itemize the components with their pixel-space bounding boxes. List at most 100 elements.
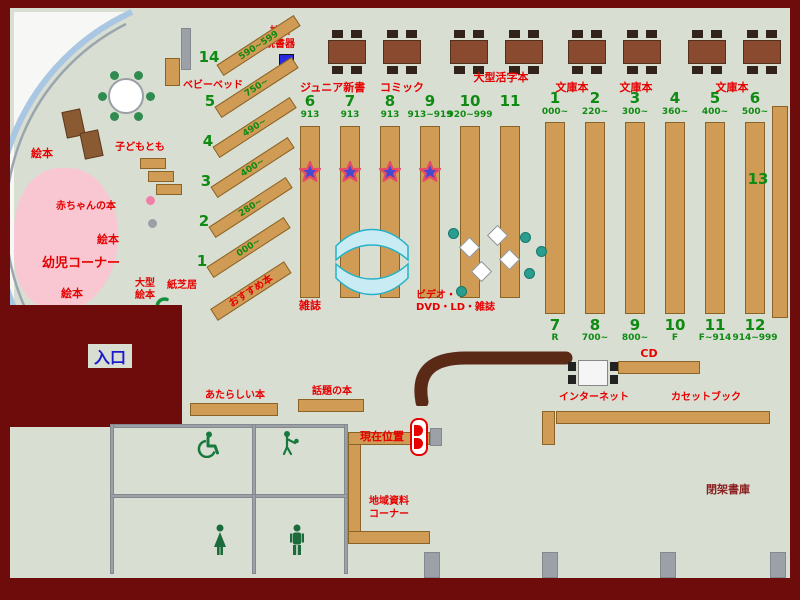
chairs-row <box>505 66 543 74</box>
shelf-range: F <box>671 333 679 343</box>
chairs-row <box>505 30 543 38</box>
stool-gray <box>148 219 157 228</box>
shelf-number: 5 <box>204 92 216 110</box>
table-top <box>743 40 781 64</box>
chairs-row <box>688 66 726 74</box>
bookshelf <box>460 126 480 298</box>
magazine-display-rack <box>335 228 409 296</box>
chairs-row <box>383 66 421 74</box>
shelf-number: 3 <box>629 89 641 107</box>
table-top <box>623 40 661 64</box>
label-cassette: カセットブック <box>671 392 741 403</box>
shelf-range: 300~ <box>621 107 649 117</box>
shelf-number: 9 <box>424 92 436 110</box>
label-video-1: ビデオ・ <box>416 290 456 301</box>
star-icon <box>418 160 442 182</box>
mens-restroom-icon <box>290 524 304 555</box>
shelf-range: F~914 <box>698 333 732 343</box>
chairs-row <box>450 66 488 74</box>
wall-segment <box>181 28 191 70</box>
chair-icon <box>134 112 143 121</box>
shelf-number: 14 <box>198 48 220 66</box>
bookshelf <box>545 122 565 314</box>
shelf-number: 6 <box>304 92 316 110</box>
shelf-range: 700~ <box>581 333 609 343</box>
stool-teal <box>448 228 459 239</box>
marker-shape <box>414 425 423 436</box>
label-topic-books: 話題の本 <box>312 386 352 397</box>
chairs-row <box>568 30 606 38</box>
shelf-number: 7 <box>344 92 356 110</box>
chairs-row <box>383 30 421 38</box>
chair-icon <box>134 71 143 80</box>
area-label-large-ehon: 大型絵本 <box>135 278 155 301</box>
bookshelf <box>500 126 520 298</box>
kids-round-table <box>108 78 144 114</box>
new-books-shelf <box>190 403 278 416</box>
table-top <box>450 40 488 64</box>
chairs-row <box>568 66 606 74</box>
star-icon <box>338 160 362 182</box>
wall-segment <box>424 552 440 578</box>
shelf-range: 914~999 <box>732 333 778 343</box>
chairs-row <box>450 30 488 38</box>
chairs-row <box>328 30 366 38</box>
bookshelf <box>625 122 645 314</box>
label-closed-stacks: 閉架書庫 <box>706 483 750 496</box>
shelf-number: 6 <box>749 89 761 107</box>
reading-table <box>623 30 661 74</box>
bookshelf <box>665 122 685 314</box>
shelf-number: 4 <box>669 89 681 107</box>
area-label-ehon-3: 絵本 <box>61 287 83 300</box>
shelf-number: 8 <box>384 92 396 110</box>
bookshelf <box>745 122 765 314</box>
shelf-number: 12 <box>744 316 766 334</box>
stool-pink <box>146 196 155 205</box>
area-label-kamishibai: 紙芝居 <box>167 280 197 291</box>
shelf-number: 10 <box>664 316 686 334</box>
area-label-kodomo-tomo: 子どもとも <box>115 142 165 153</box>
marker-shape <box>414 438 423 449</box>
label-new-books: あたらしい本 <box>205 390 265 401</box>
local-corner-shelf <box>348 432 361 544</box>
shelf-number: 10 <box>459 92 481 110</box>
reading-table <box>743 30 781 74</box>
shelf-number: 4 <box>202 132 214 150</box>
local-corner-shelf <box>348 531 430 544</box>
baby-bed <box>165 58 180 86</box>
chair-icon <box>110 71 119 80</box>
shelf-range: 913~919 <box>407 110 453 120</box>
cd-shelf <box>618 361 700 374</box>
wall-segment <box>252 424 256 498</box>
shelf-range: R <box>551 333 559 343</box>
topic-books-shelf <box>298 399 364 412</box>
reading-table <box>450 30 488 74</box>
area-label-infant-corner: 幼児コーナー <box>41 256 120 271</box>
you-are-here-marker <box>410 418 428 456</box>
label-zasshi: 雑誌 <box>299 299 321 312</box>
table-top <box>505 40 543 64</box>
bookshelf <box>300 126 320 298</box>
area-label-ehon-2: 絵本 <box>97 233 119 246</box>
label-comic: コミック <box>380 81 424 94</box>
wall-segment <box>430 428 442 446</box>
wall-segment <box>110 494 348 498</box>
label-local-2: コーナー <box>369 509 409 520</box>
cassette-shelf-end <box>542 411 555 445</box>
shelf-number: 9 <box>629 316 641 334</box>
table-top <box>568 40 606 64</box>
cassette-shelf <box>556 411 770 424</box>
chairs-row <box>743 30 781 38</box>
chair-icon <box>610 375 618 384</box>
area-label-ehon-1: 絵本 <box>31 147 53 160</box>
chairs-row <box>623 30 661 38</box>
chair-icon <box>110 112 119 121</box>
wall-segment <box>110 424 114 574</box>
chair-icon <box>568 375 576 384</box>
chair-icon <box>610 362 618 371</box>
bookshelf <box>705 122 725 314</box>
chairs-row <box>688 30 726 38</box>
kids-step-shelf <box>148 171 174 182</box>
chair-icon <box>146 92 155 101</box>
table-top <box>328 40 366 64</box>
